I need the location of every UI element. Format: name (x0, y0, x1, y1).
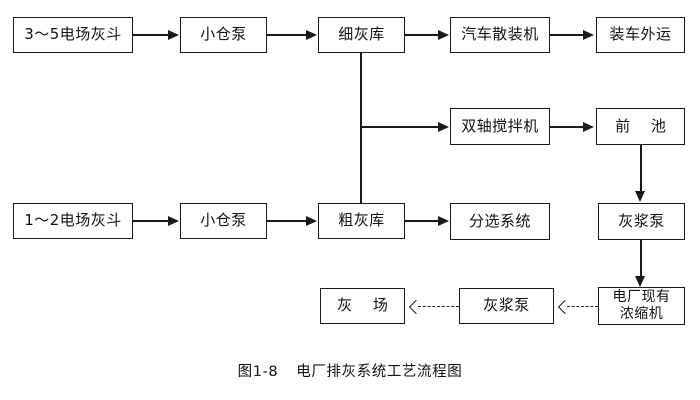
arrowhead-left-chevron (557, 299, 573, 314)
arrowhead-right (583, 29, 594, 40)
arrowhead-right (168, 29, 179, 40)
node-slurry-pump-right: 灰浆泵 (598, 203, 685, 240)
connector-fine-silo-to-bulk-loader (405, 34, 439, 36)
arrowhead-right (438, 121, 449, 132)
node-truck-bulk-loader: 汽车散装机 (450, 17, 550, 53)
arrowhead-right (583, 121, 594, 132)
node-front-pool: 前 池 (596, 108, 685, 145)
connector-bulk-loader-to-transport (550, 34, 584, 36)
arrowhead-right (168, 215, 179, 226)
connector-thickener-to-slurry-pump-dashed (567, 306, 598, 307)
connector-trunk-to-mixer (360, 126, 439, 128)
arrowhead-down (635, 191, 646, 202)
node-truck-transport: 装车外运 (596, 17, 685, 53)
caption-title: 电厂排灰系统工艺流程图 (296, 364, 463, 380)
figure-caption: 图1-8 电厂排灰系统工艺流程图 (0, 360, 700, 381)
node-pump-bottom: 小仓泵 (180, 203, 267, 239)
arrowhead-left-chevron (408, 299, 424, 314)
node-sorting-system: 分选系统 (450, 203, 550, 240)
node-fine-ash-silo: 细灰库 (318, 17, 405, 53)
arrowhead-down (635, 276, 646, 287)
node-existing-thickener: 电厂现有 浓缩机 (598, 287, 685, 325)
node-dual-shaft-mixer: 双轴搅拌机 (450, 108, 550, 145)
connector-hopper12-to-pump (133, 220, 170, 222)
arrowhead-right (306, 215, 317, 226)
arrowhead-right (438, 215, 449, 226)
node-pump-top: 小仓泵 (180, 17, 267, 53)
connector-slurry-pump-to-ash-yard-dashed (418, 306, 459, 307)
connector-pump-to-coarse-silo (267, 220, 307, 222)
connector-pump-to-fine-silo (267, 34, 307, 36)
node-slurry-pump-bottom: 灰浆泵 (459, 288, 554, 324)
node-hopper-35: 3～5电场灰斗 (13, 17, 133, 53)
connector-coarse-silo-to-sorting (405, 220, 439, 222)
connector-fine-silo-trunk-vertical (360, 53, 362, 203)
arrowhead-right (438, 29, 449, 40)
node-coarse-ash-silo: 粗灰库 (318, 203, 405, 239)
caption-number: 图1-8 (237, 364, 279, 380)
node-hopper-12: 1～2电场灰斗 (13, 203, 133, 239)
connector-mixer-to-front-pool (550, 126, 584, 128)
connector-slurry-pump-to-thickener (640, 240, 642, 280)
node-ash-yard: 灰 场 (320, 288, 405, 324)
connector-front-pool-to-slurry-pump (640, 145, 642, 193)
arrowhead-right (306, 29, 317, 40)
connector-hopper35-to-pump (133, 34, 170, 36)
